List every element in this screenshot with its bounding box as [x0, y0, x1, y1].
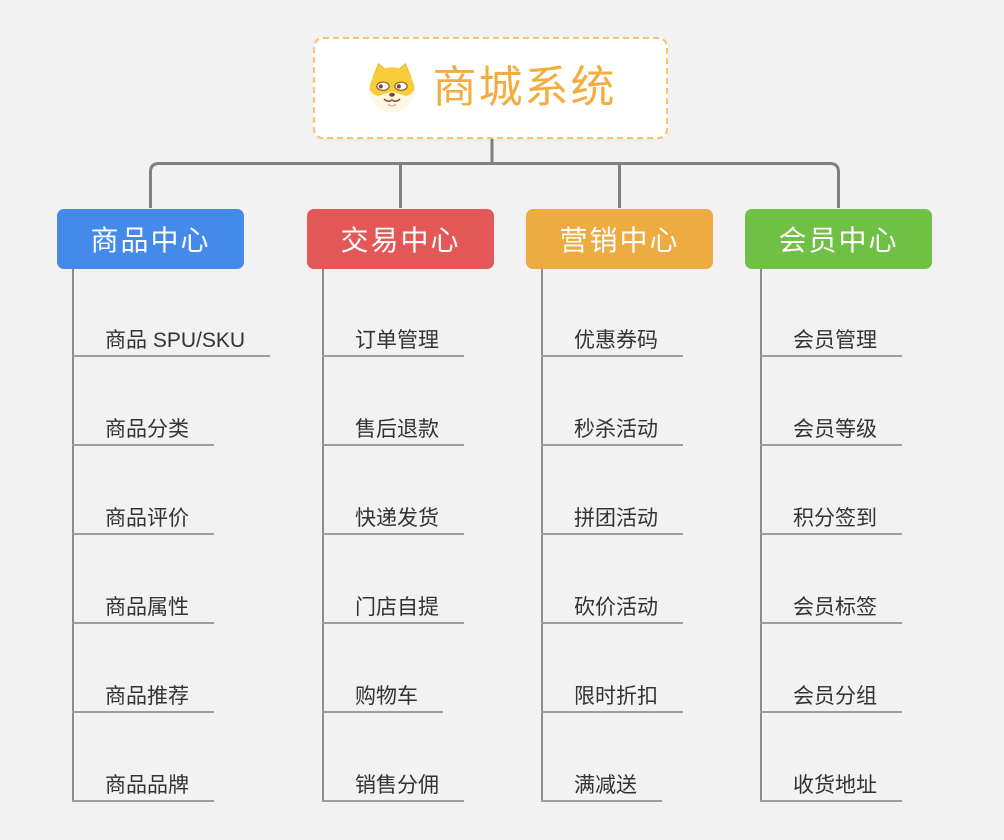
branch-header-member-center[interactable]: 会员中心 — [745, 209, 932, 269]
leaf-node[interactable]: 满减送 — [541, 771, 662, 802]
leaf-node[interactable]: 会员标签 — [760, 593, 902, 624]
leaf-node[interactable]: 秒杀活动 — [541, 415, 683, 446]
branch-header-product-center[interactable]: 商品中心 — [57, 209, 244, 269]
leaf-node[interactable]: 会员分组 — [760, 682, 902, 713]
leaf-node[interactable]: 拼团活动 — [541, 504, 683, 535]
leaf-node[interactable]: 收货地址 — [760, 771, 902, 802]
leaf-node[interactable]: 优惠券码 — [541, 326, 683, 357]
leaf-node[interactable]: 商品评价 — [72, 504, 214, 535]
leaf-node[interactable]: 快递发货 — [322, 504, 464, 535]
leaf-node[interactable]: 商品品牌 — [72, 771, 214, 802]
leaf-node[interactable]: 商品属性 — [72, 593, 214, 624]
branch-trunk-line — [760, 269, 762, 802]
root-node[interactable]: 商城系统 — [313, 37, 668, 139]
leaf-node[interactable]: 商品分类 — [72, 415, 214, 446]
leaf-node[interactable]: 限时折扣 — [541, 682, 683, 713]
leaf-node[interactable]: 购物车 — [322, 682, 443, 713]
shiba-dog-icon — [369, 62, 414, 113]
leaf-node[interactable]: 订单管理 — [322, 326, 464, 357]
root-node-title: 商城系统 — [432, 63, 617, 112]
branch-trunk-line — [72, 269, 74, 802]
branch-header-trade-center[interactable]: 交易中心 — [307, 209, 494, 269]
leaf-node[interactable]: 销售分佣 — [322, 771, 464, 802]
leaf-node[interactable]: 商品推荐 — [72, 682, 214, 713]
branch-header-marketing-center[interactable]: 营销中心 — [526, 209, 713, 269]
branch-rail-line — [149, 162, 840, 208]
leaf-node[interactable]: 会员管理 — [760, 326, 902, 357]
leaf-node[interactable]: 会员等级 — [760, 415, 902, 446]
branch-trunk-line — [541, 269, 543, 802]
branch-trunk-line — [322, 269, 324, 802]
leaf-node[interactable]: 商品 SPU/SKU — [72, 326, 271, 357]
leaf-node[interactable]: 积分签到 — [760, 504, 902, 535]
leaf-node[interactable]: 门店自提 — [322, 593, 464, 624]
leaf-node[interactable]: 砍价活动 — [541, 593, 683, 624]
leaf-node[interactable]: 售后退款 — [322, 415, 464, 446]
